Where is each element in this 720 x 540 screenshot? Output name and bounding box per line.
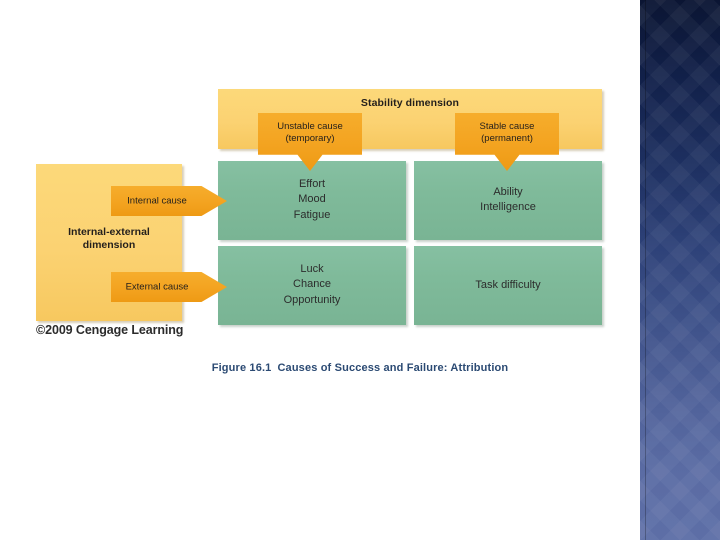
internal-external-dimension-title-line1: Internal-external: [68, 226, 150, 238]
internal-external-dimension-title: Internal-external dimension: [40, 226, 178, 252]
unstable-cause-line1: Unstable cause: [277, 121, 343, 132]
band-diamond-texture: [640, 0, 720, 540]
external-cause-label: External cause: [125, 281, 189, 293]
band-edge-line: [645, 0, 646, 540]
arrow-right-icon-external-cause: External cause: [111, 272, 227, 302]
matrix-cell-text: Task difficulty: [475, 278, 541, 291]
stability-dimension-title: Stability dimension: [360, 97, 460, 109]
arrow-right-icon-internal-cause: Internal cause: [111, 186, 227, 216]
internal-cause-label: Internal cause: [127, 195, 187, 207]
attribution-matrix-figure: Stability dimension Internal-external di…: [36, 89, 602, 337]
stable-cause-line2: (permanent): [481, 133, 533, 145]
copyright-notice: ©2009 Cengage Learning: [36, 323, 184, 337]
unstable-cause-line2: (temporary): [285, 133, 335, 145]
matrix-cell-external-stable: Task difficulty: [414, 246, 602, 325]
unstable-cause-label: Unstable cause (temporary): [258, 121, 362, 146]
internal-external-dimension-title-line2: dimension: [82, 239, 136, 252]
stable-cause-line1: Stable cause: [479, 121, 535, 132]
figure-caption: Figure 16.1 Causes of Success and Failure…: [0, 362, 720, 374]
figure-caption-number: Figure 16.1: [211, 362, 272, 374]
stable-cause-label: Stable cause (permanent): [455, 121, 559, 146]
figure-caption-title: Causes of Success and Failure: Attributi…: [277, 362, 509, 374]
slide-decoration-band: [640, 0, 720, 540]
